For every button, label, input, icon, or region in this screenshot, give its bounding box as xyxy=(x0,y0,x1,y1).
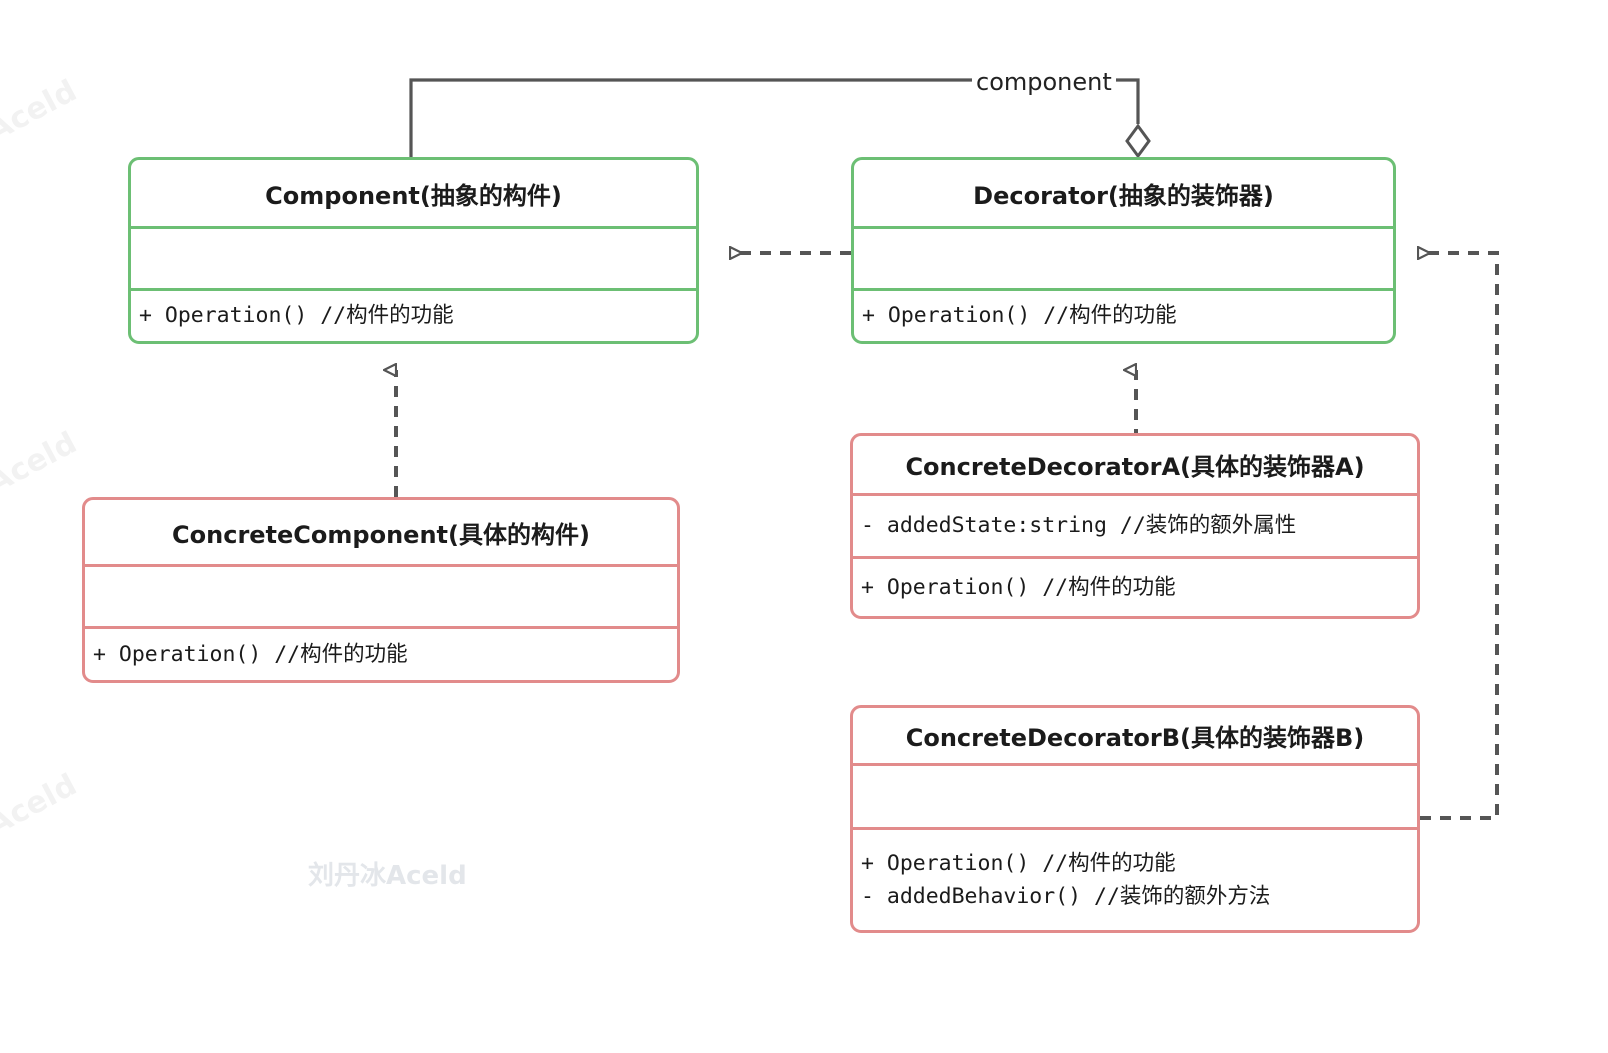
watermark-author: 刘丹冰Aceld xyxy=(308,861,467,891)
member-row: - addedState:string //装饰的额外属性 xyxy=(861,513,1297,539)
class-operations-component: + Operation() //构件的功能 xyxy=(131,291,696,341)
class-title-component: Component(抽象的构件) xyxy=(131,160,696,229)
class-box-concretecomponent[interactable]: ConcreteComponent(具体的构件) + Operation() /… xyxy=(82,497,680,683)
class-title-decorator: Decorator(抽象的装饰器) xyxy=(854,160,1393,229)
aggregation-role-label: component xyxy=(972,68,1116,96)
class-box-concretedecoratora[interactable]: ConcreteDecoratorA(具体的装饰器A) - addedState… xyxy=(850,433,1420,619)
class-box-decorator[interactable]: Decorator(抽象的装饰器) + Operation() //构件的功能 xyxy=(851,157,1396,344)
watermark-edge-bottom: Aceld xyxy=(0,767,83,843)
class-attributes-concretedecoratorb xyxy=(853,766,1417,830)
member-row: + Operation() //构件的功能 xyxy=(93,641,408,667)
class-attributes-concretedecoratora: - addedState:string //装饰的额外属性 xyxy=(853,496,1417,559)
member-row: + Operation() //构件的功能 xyxy=(139,303,454,329)
member-row: + Operation() //构件的功能 xyxy=(861,574,1176,600)
class-operations-decorator: + Operation() //构件的功能 xyxy=(854,291,1393,341)
class-title-concretecomponent: ConcreteComponent(具体的构件) xyxy=(85,500,677,567)
member-row: + Operation() //构件的功能 xyxy=(861,850,1176,876)
class-box-component[interactable]: Component(抽象的构件) + Operation() //构件的功能 xyxy=(128,157,699,344)
class-attributes-decorator xyxy=(854,229,1393,291)
class-operations-concretedecoratorb: + Operation() //构件的功能 - addedBehavior() … xyxy=(853,830,1417,930)
watermark-edge-middle: Aceld xyxy=(0,425,83,501)
realization-concretedecoratorb-to-decorator xyxy=(1418,253,1499,820)
class-title-concretedecoratorb: ConcreteDecoratorB(具体的装饰器B) xyxy=(853,708,1417,766)
member-row: + Operation() //构件的功能 xyxy=(862,303,1177,329)
class-operations-concretedecoratora: + Operation() //构件的功能 xyxy=(853,559,1417,616)
class-attributes-concretecomponent xyxy=(85,567,677,629)
class-attributes-component xyxy=(131,229,696,291)
member-row: - addedBehavior() //装饰的额外方法 xyxy=(861,884,1271,909)
class-title-concretedecoratora: ConcreteDecoratorA(具体的装饰器A) xyxy=(853,436,1417,496)
class-operations-concretecomponent: + Operation() //构件的功能 xyxy=(85,629,677,680)
class-box-concretedecoratorb[interactable]: ConcreteDecoratorB(具体的装饰器B) + Operation(… xyxy=(850,705,1420,933)
watermark-edge-top: Aceld xyxy=(0,73,83,149)
